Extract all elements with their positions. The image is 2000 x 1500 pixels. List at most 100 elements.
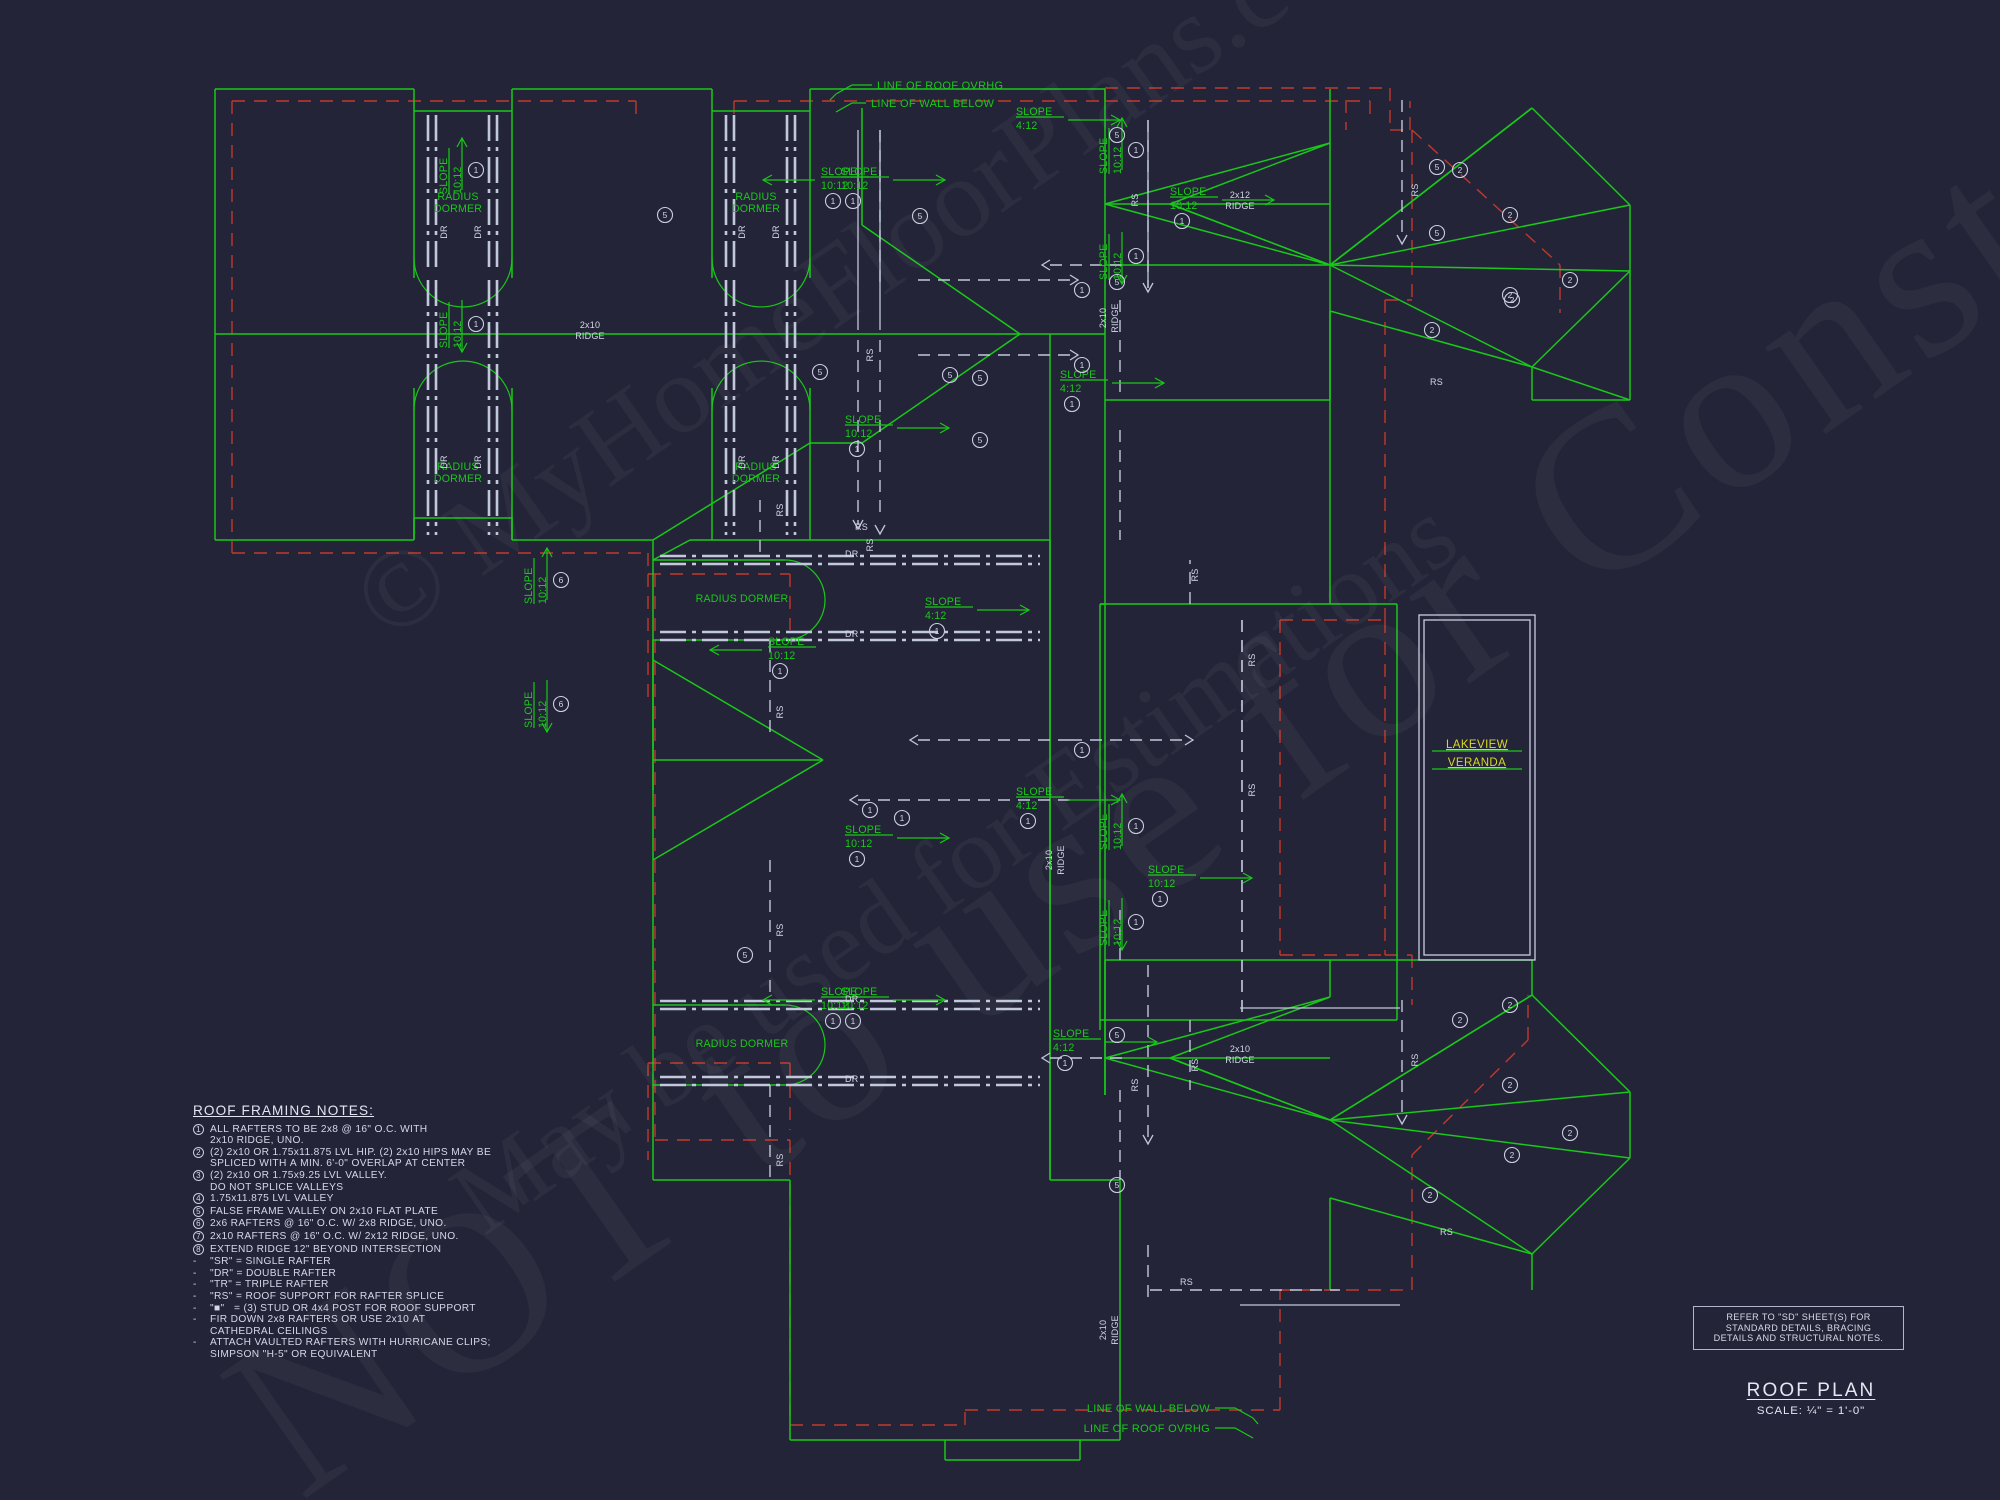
note-ref-number: 1 [1180, 216, 1185, 226]
note-mark: 5 [193, 1205, 210, 1219]
rafter-tag-dr: DR [845, 549, 859, 559]
bottom-right-hip-roof [1104, 959, 1631, 1290]
note-ref-circle [1451, 1011, 1469, 1029]
note-ref-number: 5 [948, 370, 953, 380]
svg-text:4:12: 4:12 [1016, 800, 1037, 812]
note-text: "DR" = DOUBLE RAFTER [210, 1267, 337, 1279]
svg-text:SLOPE: SLOPE [1016, 786, 1052, 798]
note-ref-circle [1127, 913, 1145, 931]
radius-dormer-label: RADIUS [735, 191, 776, 203]
rafter-tag-dr: DR [439, 225, 449, 239]
note-ref-number: 2 [1428, 1190, 1433, 1200]
svg-text:10:12: 10:12 [452, 320, 464, 348]
slope-marker-slope-trhip-412: SLOPE 4:12 [1016, 106, 1122, 132]
svg-text:4:12: 4:12 [925, 610, 946, 622]
note-ref-number: 5 [1115, 130, 1120, 140]
roof-support-tag-rs: RS [1130, 1079, 1140, 1092]
ridge-word-label: RIDGE [1110, 303, 1120, 333]
svg-text:SLOPE: SLOPE [841, 986, 877, 998]
note-ref-number: 6 [559, 699, 564, 709]
note-ref-circle [1503, 1146, 1521, 1164]
radius-dormer-label: RADIUS [437, 461, 478, 473]
svg-text:10:12: 10:12 [452, 166, 464, 194]
note-text: 2x10 RAFTERS @ 16" O.C. W/ 2x12 RIDGE, U… [210, 1230, 459, 1242]
ridge-size-label: 2x10 [1098, 1320, 1108, 1340]
svg-text:10:12: 10:12 [1112, 252, 1124, 280]
note-ref-circle [1063, 395, 1081, 413]
lakeview-veranda-outline [1418, 614, 1536, 961]
radius-dormer-label: RADIUS [437, 191, 478, 203]
roof-support-tag-rs: RS [775, 1154, 785, 1167]
note-mark: 1 [193, 1123, 210, 1137]
note-ref-circle [1108, 1026, 1126, 1044]
note-ref-circle [1127, 247, 1145, 265]
ridge-size-label: 2x10 [1230, 1044, 1250, 1054]
refer-line-1: REFER TO "SD" SHEET(S) FOR [1726, 1312, 1871, 1322]
ridge-size-label: 2x10 [1044, 850, 1054, 870]
note-ref-circle [1561, 271, 1579, 289]
note-ref-circle [467, 315, 485, 333]
wall-below-lines [231, 87, 1561, 1426]
note-ref-number: 1 [1080, 745, 1085, 755]
roof-support-tag-rs: RS [1130, 194, 1140, 207]
refer-line-2: STANDARD DETAILS, BRACING [1725, 1322, 1872, 1333]
ridge-word-label: RIDGE [1225, 1055, 1255, 1065]
rafter-tag-dr: DR [845, 629, 859, 639]
notes-title: ROOF FRAMING NOTES: [193, 1103, 375, 1118]
note-ref-number: 2 [1458, 165, 1463, 175]
refer-line-3: DETAILS AND STRUCTURAL NOTES. [1713, 1333, 1884, 1344]
radius-dormer-label: DORMER [732, 203, 780, 215]
svg-text:SLOPE: SLOPE [821, 166, 857, 178]
ridge-word-label: RIDGE [1056, 845, 1066, 875]
title-block: ROOF PLAN SCALE: ¼" = 1'-0" [1713, 1380, 1909, 1417]
svg-text:10:12: 10:12 [537, 576, 549, 604]
svg-text:10:12: 10:12 [841, 180, 869, 192]
note-ref-circle [811, 363, 829, 381]
note-ref-circle [824, 1012, 842, 1030]
svg-text:10:12: 10:12 [768, 650, 796, 662]
note-item: -"■" = (3) STUD OR 4x4 POST FOR ROOF SUP… [193, 1303, 491, 1315]
note-ref-circle [824, 192, 842, 210]
roof-support-tag-rs: RS [1190, 569, 1200, 582]
svg-text:SLOPE: SLOPE [1053, 1028, 1089, 1040]
note-ref-number: 2 [1568, 275, 1573, 285]
note-mark: 6 [193, 1218, 210, 1231]
svg-text:SLOPE: SLOPE [523, 568, 535, 604]
svg-text:SLOPE: SLOPE [1016, 106, 1052, 118]
note-item: -"RS" = ROOF SUPPORT FOR RAFTER SPLICE [193, 1291, 491, 1303]
svg-text:4:12: 4:12 [1016, 120, 1037, 132]
note-mark: - [193, 1290, 197, 1302]
roof-support-tag-rs: RS [865, 349, 875, 362]
note-ref-number: 1 [1158, 894, 1163, 904]
svg-text:SLOPE: SLOPE [841, 166, 877, 178]
note-ref-number: 1 [855, 444, 860, 454]
note-ref-circle [1151, 890, 1169, 908]
note-ref-circle [1108, 126, 1126, 144]
note-ref-number: 1 [1134, 917, 1139, 927]
framing-centerlines [426, 100, 1403, 1306]
note-mark: 8 [193, 1243, 210, 1257]
radius-dormer-label: RADIUS DORMER [696, 1038, 789, 1050]
note-ref-circle [771, 662, 789, 680]
rafter-tag-dr: DR [771, 225, 781, 239]
note-ref-number: 5 [663, 210, 668, 220]
note-ref-number: 2 [1508, 290, 1513, 300]
note-mark: - [193, 1314, 197, 1326]
ridge-size-label: 2x12 [1230, 190, 1250, 200]
roof-support-tag-rs: RS [1430, 377, 1443, 387]
note-ref-circle [971, 431, 989, 449]
